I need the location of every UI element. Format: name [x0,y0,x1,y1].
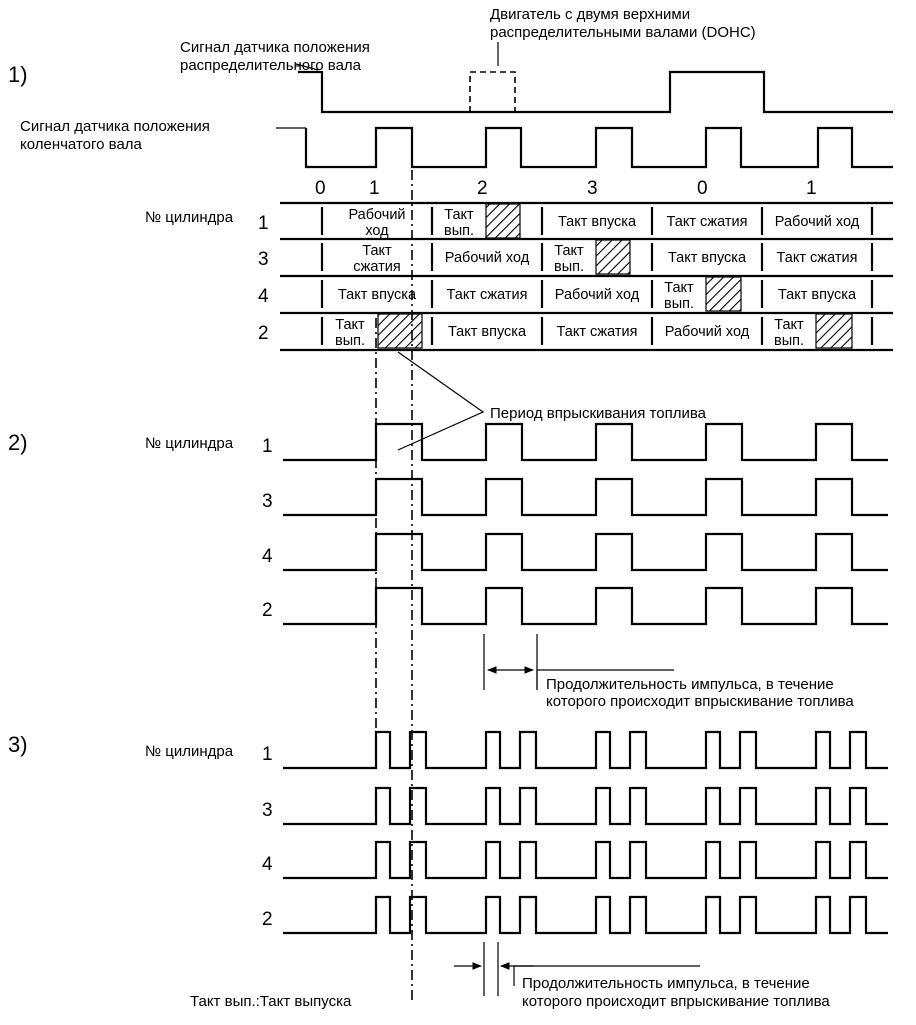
crank-number-1b: 1 [806,178,817,199]
dohc-label-line2: распределительными валами (DOHC) [490,24,756,41]
section3-cylinder-label: № цилиндра [145,743,234,760]
crank-number-3: 3 [587,178,598,199]
section3-pulse-train-cyl-2 [283,895,888,935]
section2-pulse-train-cyl-1 [283,422,888,462]
footnote: Такт вып.:Такт выпуска [190,993,352,1010]
table-row-2-cylinder: 2 [258,323,269,344]
pulse-width-label-2-line1: Продолжительность импульса, в течение [546,676,834,693]
section-1-label: 1) [8,62,28,87]
dohc-cam-pulse [469,71,516,112]
crank-number-0a: 0 [315,178,326,199]
section-2-pulses: № цилиндра 1 3 4 2 [145,422,888,626]
crank-number-0b: 0 [697,178,708,199]
section2-cylinder-3: 3 [262,491,273,512]
section2-cylinder-4: 4 [262,546,273,567]
table-row-4-cylinder: 4 [258,286,269,307]
stroke-cell-r1-c4: Такт сжатия [777,250,858,266]
exhaust-hatch-3 [377,313,423,349]
stroke-cell-r0-c2: Такт впуска [558,214,637,230]
crank-number-1a: 1 [369,178,380,199]
stroke-cell-r2-c4: Такт впуска [778,287,857,303]
section-3-pulses: № цилиндра 1 3 4 2 [145,730,888,935]
pulse-width-label-2-line2: которого происходит впрыскивание топлива [546,693,854,710]
stroke-cell-r1-c3: Такт впуска [668,250,747,266]
exhaust-hatch-1 [595,239,631,275]
exhaust-hatch-4 [815,313,853,349]
section-2-label: 2) [8,430,28,455]
cam-signal-leader [295,63,319,71]
crank-signal-label-line1: Сигнал датчика положения [20,118,210,135]
exhaust-hatch-2 [705,276,742,312]
table-row-1-cylinder: 1 [258,213,269,234]
section2-cylinder-2: 2 [262,600,273,621]
cam-signal-waveform [298,70,893,114]
section2-cylinder-label: № цилиндра [145,435,234,452]
section2-pulse-train-cyl-3 [283,477,888,517]
crank-number-2: 2 [477,178,488,199]
stroke-cell-r2-c2: Рабочий ход [555,287,640,303]
crank-signal-label-line2: коленчатого вала [20,136,143,153]
dohc-label-line1: Двигатель с двумя верхними [490,6,690,23]
crank-signal-waveform [304,126,893,169]
section2-pulse-train-cyl-4 [283,532,888,572]
section2-pulse-train-cyl-2 [283,586,888,626]
pulse-width-label-3-line2: которого происходит впрыскивание топлива [522,993,830,1010]
table-grid [280,201,893,352]
pulse-width-annotation-2: Продолжительность импульса, в течение ко… [483,634,854,710]
stroke-cell-r0-c4: Рабочий ход [775,214,860,230]
injection-period-callout [397,351,485,451]
section-3-label: 3) [8,732,28,757]
table-row-3-cylinder: 3 [258,249,269,270]
section3-pulse-train-cyl-4 [283,840,888,880]
section3-cylinder-4: 4 [262,854,273,875]
injection-period-label: Период впрыскивания топлива [490,405,707,422]
stroke-cell-r2-c0: Такт впуска [338,287,417,303]
stroke-cell-r1-c1: Рабочий ход [445,250,530,266]
stroke-cell-r0-c3: Такт сжатия [667,214,748,230]
section2-cylinder-1: 1 [262,436,273,457]
table-cylinder-label: № цилиндра [145,209,234,226]
exhaust-hatch-0 [485,203,521,239]
pulse-width-label-3-line1: Продолжительность импульса, в течение [522,975,810,992]
section3-pulse-train-cyl-1 [283,730,888,770]
stroke-cell-r3-c1: Такт впуска [448,324,527,340]
stroke-cell-r2-c1: Такт сжатия [447,287,528,303]
section3-cylinder-2: 2 [262,909,273,930]
section3-cylinder-1: 1 [262,744,273,765]
cam-signal-label-line1: Сигнал датчика положения [180,39,370,56]
cam-signal-label-line2: распределительного вала [180,57,362,74]
section3-pulse-train-cyl-3 [283,786,888,826]
stroke-cell-r3-c3: Рабочий ход [665,324,750,340]
pulse-width-annotation-3: Продолжительность импульса, в течение ко… [454,942,830,1010]
stroke-cell-r3-c2: Такт сжатия [557,324,638,340]
section3-cylinder-3: 3 [262,800,273,821]
